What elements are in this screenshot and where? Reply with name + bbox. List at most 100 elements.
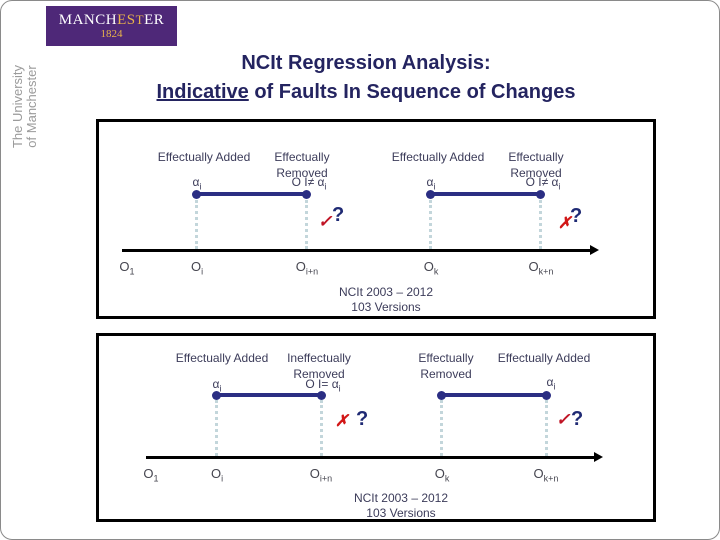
version-dot [542,391,551,400]
entailment-sub: i [558,181,561,192]
entailment-label: O I= αi [293,377,353,393]
tick-base: O [423,259,434,274]
alpha-base: α [212,377,220,391]
tick-base: O [119,259,130,274]
timeline-caption: NCIt 2003 – 2012 103 Versions [301,491,501,521]
timeline-tick: O1 [119,259,134,277]
logo-text-white2: ER [144,12,165,28]
entailment-label: O I≠ αi [513,175,573,191]
timeline-tick: Oi [191,259,203,277]
tick-sub: 1 [129,266,135,277]
diagram-panel-top: Effectually Added Effectually Removed αi… [96,119,656,319]
timeline-tick: Oi+n [310,466,332,484]
tick-base: O [309,466,320,481]
label-effectually-removed: Effectually Removed [242,149,362,181]
label-line2: Removed [420,367,472,381]
alpha-sub: i [219,383,222,394]
title-underlined-word: Indicative [156,81,249,103]
timeline-axis [146,456,596,459]
label-effectually-added: Effectually Added [391,150,485,164]
label-effectually-added: Effectually Added [175,351,269,365]
timeline-arrowhead [594,452,603,462]
entailment-text: O I≠ α [291,175,325,189]
version-dot [317,391,326,400]
timeline-tick: O1 [143,466,158,484]
alpha-label: αi [167,175,227,191]
label-line1: Effectually [508,150,564,164]
tick-sub: i+n [319,473,333,484]
tick-base: O [210,466,222,481]
label-ineffectually-removed: Ineffectually Removed [259,350,379,382]
title-line1: NCIt Regression Analysis: [241,52,491,74]
tick-sub: i+n [305,266,319,277]
caption-range: NCIt 2003 – 2012 [353,491,449,505]
timeline-tick: Oi+n [296,259,318,277]
caption-versions: 103 Versions [366,506,436,520]
version-dot [212,391,221,400]
side-text-line1: The University [10,64,25,149]
dotted-guide-line [305,200,308,249]
timeline-tick: Ok+n [529,259,554,277]
question-mark: ? [571,408,584,430]
question-mark: ? [332,204,345,226]
alpha-sub: i [199,181,202,192]
tick-base: O [190,259,202,274]
caption-range: NCIt 2003 – 2012 [338,285,434,299]
version-dot [426,190,435,199]
logo-year: 1824 [100,28,123,40]
tick-base: O [434,466,445,481]
dotted-guide-line [195,200,198,249]
tick-sub: 1 [153,473,159,484]
timeline-axis [122,249,592,252]
tick-base: O [528,259,539,274]
logo-text-gold2: T [135,12,145,27]
timeline-tick: Ok [435,466,450,484]
university-side-text: The University of Manchester [10,44,39,169]
label-line1: Effectually [418,351,474,365]
dotted-guide-line [440,400,443,456]
version-dot [437,391,446,400]
tick-sub: i [221,473,224,484]
label-line2: Removed [293,367,345,381]
label-effectually-added: Effectually Added [157,150,251,164]
alpha-label: αi [401,175,461,191]
version-dot [192,190,201,199]
entailment-label: O I≠ αi [279,175,339,191]
entailment-text: O I= α [305,377,339,391]
label-effectually-added: Effectually Added [497,351,591,365]
label-line2: Removed [276,166,328,180]
question-mark: ? [356,408,369,430]
change-segment-line [431,192,541,196]
entailment-sub: i [324,181,327,192]
dotted-guide-line [429,200,432,249]
timeline-tick: Ok [424,259,439,277]
dotted-guide-line [320,400,323,456]
logo-wordmark: MANCHESTER [46,12,177,28]
label-line2: Removed [510,166,562,180]
caption-versions: 103 Versions [351,300,421,314]
tick-sub: k [433,266,439,277]
label-effectually-removed: Effectually Removed [386,350,506,382]
tick-sub: k+n [538,266,554,277]
dotted-guide-line [539,200,542,249]
version-dot [302,190,311,199]
side-text-line2: of Manchester [24,65,39,148]
tick-sub: k [444,473,450,484]
label-effectually-removed: Effectually Removed [476,149,596,181]
tick-sub: k+n [543,473,559,484]
alpha-label: αi [521,375,581,391]
check-icon: ✓ [556,410,571,429]
question-mark: ? [570,205,583,227]
title-line2: Indicative of Faults In Sequence of Chan… [86,78,646,107]
entailment-text: O I≠ α [525,175,559,189]
change-segment-line [197,192,307,196]
university-logo: MANCHESTER 1824 [46,6,177,46]
tick-base: O [295,259,306,274]
tick-base: O [143,466,154,481]
dotted-guide-line [215,400,218,456]
cross-icon: ✗ [335,413,349,430]
title-line2-rest: of Faults In Sequence of Changes [248,81,576,103]
dotted-guide-line [545,400,548,456]
alpha-base: α [426,175,434,189]
